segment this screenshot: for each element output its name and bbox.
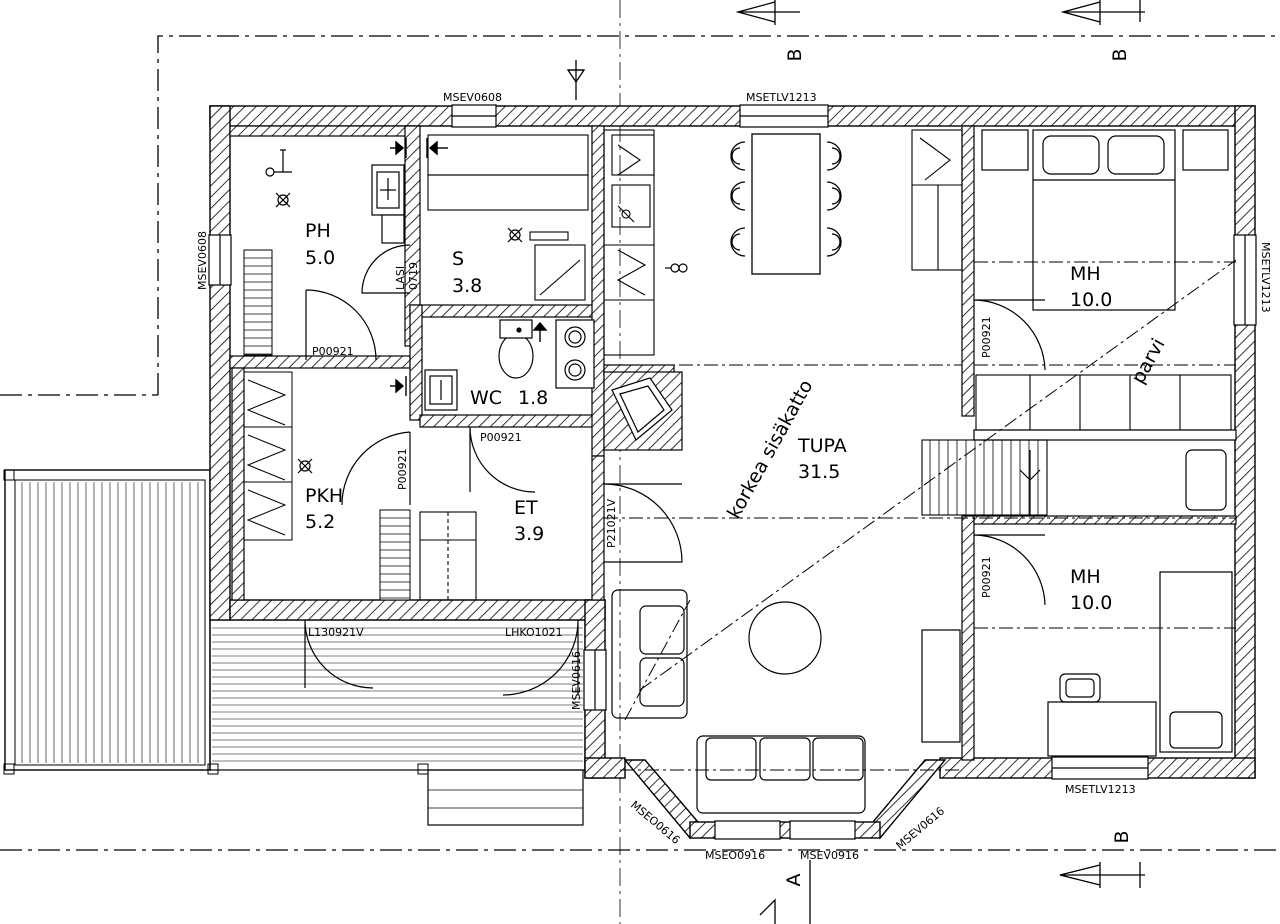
stairs-upper (911, 129, 963, 271)
section-marker-b-top-1 (735, 0, 800, 25)
room-mh2-area: 10.0 (1070, 592, 1112, 614)
sink-ph (371, 164, 405, 244)
room-tupa-area: 31.5 (798, 461, 840, 483)
room-ph-area: 5.0 (305, 247, 335, 269)
section-marker-b-bottom (1059, 862, 1145, 888)
glass-code: 0719 (407, 262, 420, 290)
stairs-arrow (1019, 450, 1041, 515)
mh2-furniture (921, 449, 1233, 757)
code-terrace-window: MSEV0616 (570, 651, 583, 710)
code-door-mh1: P00921 (980, 316, 993, 358)
code-entry-left: L130921V (308, 626, 364, 639)
code-left-window: MSEV0608 (196, 231, 209, 290)
sauna-benches (427, 134, 589, 301)
code-entry-right: LHKO1021 (505, 626, 563, 639)
arrow-markers (390, 138, 548, 396)
fireplace (603, 371, 683, 451)
windows (208, 104, 1257, 840)
shelf-et-lines (380, 517, 410, 599)
terrace-left (3, 469, 219, 775)
code-door-et: P21021V (605, 498, 618, 548)
wc-fixtures (424, 319, 595, 411)
terrace-front (209, 619, 586, 826)
kitchen (603, 129, 655, 356)
dining-table (730, 133, 842, 275)
section-label-b-bottom: B (1111, 830, 1133, 843)
room-tupa-name: TUPA (797, 435, 847, 457)
room-mh2-name: MH (1070, 566, 1101, 588)
code-door-pkh: P00921 (396, 448, 409, 490)
room-et-area: 3.9 (514, 523, 544, 545)
code-top-left-window: MSEV0608 (443, 91, 502, 104)
living-furniture (611, 589, 866, 814)
code-bay-mid-left: MSEO0916 (705, 849, 765, 862)
section-label-a: A (783, 874, 805, 887)
code-door-wc: P00921 (480, 431, 522, 444)
shelf-ph (243, 249, 273, 356)
room-mh1-area: 10.0 (1070, 289, 1112, 311)
code-right-window: MSETLV1213 (1259, 242, 1272, 313)
stairs-lower-steps (929, 440, 1039, 515)
section-marker-b-top-2 (1060, 0, 1145, 25)
room-pkh-area: 5.2 (305, 511, 335, 533)
kitchen-sink-icon (665, 263, 688, 273)
section-marker-a (759, 860, 811, 924)
code-bay-mid-right: MSEV0916 (800, 849, 859, 862)
level-marker (566, 60, 586, 100)
wardrobe-mh1 (975, 374, 1232, 431)
code-top-mid-window: MSETLV1213 (746, 91, 817, 104)
room-pkh-name: PKH (305, 485, 343, 507)
shelf-ph-lines (244, 257, 272, 355)
code-bottom-right-window: MSETLV1213 (1065, 783, 1136, 796)
section-label-b-top-1: B (784, 48, 806, 61)
code-door-ph: P00921 (312, 345, 354, 358)
stairs-lower (921, 439, 1048, 516)
ceiling-lines (604, 259, 1237, 771)
wardrobe-et (419, 511, 477, 601)
room-ph-name: PH (305, 220, 331, 242)
door-swings (304, 244, 1046, 696)
room-et-name: ET (514, 497, 538, 519)
shelf-et (379, 509, 411, 601)
terrace-left-slats (21, 482, 199, 763)
room-wc-name: WC (470, 387, 502, 409)
interior-walls (229, 125, 1237, 761)
exterior-walls (209, 105, 1256, 840)
room-mh1-name: MH (1070, 263, 1101, 285)
closets-pkh (243, 371, 293, 541)
room-s-area: 3.8 (452, 275, 482, 297)
code-door-mh2: P00921 (980, 556, 993, 598)
switch-icons (265, 149, 292, 177)
room-wc-area: 1.8 (518, 387, 548, 409)
terrace-front-slats (212, 627, 583, 762)
section-label-b-top-2: B (1109, 48, 1131, 61)
lamp-icons (275, 192, 523, 474)
loft-note: parvi (1127, 335, 1170, 388)
glass-label: LASI (394, 266, 407, 290)
bed-mh1 (981, 129, 1229, 311)
room-s-name: S (452, 248, 464, 270)
